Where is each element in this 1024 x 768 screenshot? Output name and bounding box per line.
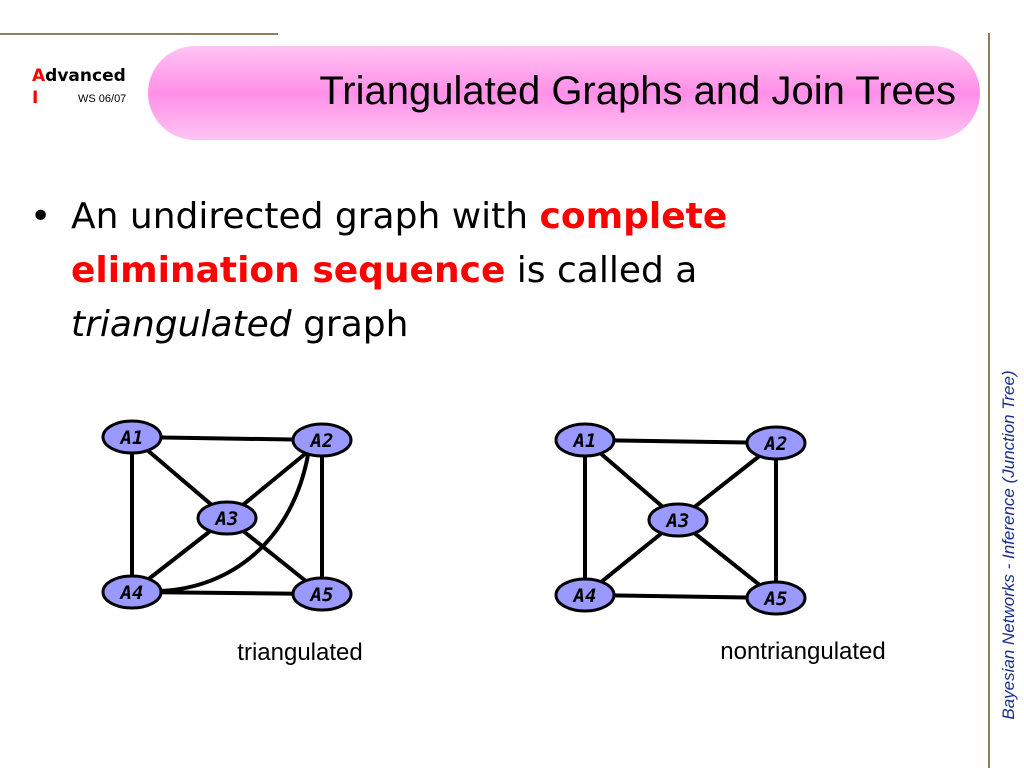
bullet-emphasis: complete elimination sequence xyxy=(71,196,728,291)
node-a1 xyxy=(554,422,616,458)
node-label-a3: A3 xyxy=(665,510,690,532)
edge-a4-a5 xyxy=(584,593,777,600)
logo-letter-i: I xyxy=(32,88,39,108)
logo-line-1: Advanced xyxy=(32,66,142,86)
node-a5 xyxy=(745,580,807,616)
node-label-a5: A5 xyxy=(763,588,788,610)
logo-rest: dvanced xyxy=(45,66,126,86)
course-logo: Advanced I WS 06/07 xyxy=(32,66,142,116)
bullet-text: An undirected graph with complete elimin… xyxy=(71,190,830,352)
node-label-a5: A5 xyxy=(309,584,334,606)
bullet-text-2: is called a xyxy=(505,250,698,291)
bullet-italic: triangulated xyxy=(71,304,292,345)
node-a4 xyxy=(554,577,616,613)
bullet-text-3: graph xyxy=(291,304,409,345)
title-bar: Triangulated Graphs and Join Trees xyxy=(148,46,980,140)
sidebar-caption: Bayesian Networks - Inference (Junction … xyxy=(999,370,1018,720)
bullet-marker: • xyxy=(30,196,52,237)
edge-a2-a4 xyxy=(159,454,310,593)
slide-title: Triangulated Graphs and Join Trees xyxy=(319,69,956,113)
node-label-a1: A1 xyxy=(119,427,144,449)
node-a3 xyxy=(196,500,258,536)
graph-caption: nontriangulated xyxy=(720,638,885,665)
bullet-point: • An undirected graph with complete elim… xyxy=(30,190,830,352)
term-label: WS 06/07 xyxy=(78,93,127,105)
top-rule xyxy=(0,33,278,35)
right-rule xyxy=(988,33,990,768)
node-a2 xyxy=(745,425,807,461)
node-label-a2: A2 xyxy=(763,433,788,455)
node-a3 xyxy=(647,502,709,538)
node-label-a1: A1 xyxy=(572,430,597,452)
node-label-a3: A3 xyxy=(214,508,239,530)
node-label-a4: A4 xyxy=(572,585,597,607)
logo-letter-a: A xyxy=(32,66,46,86)
node-a4 xyxy=(101,574,163,610)
node-a1 xyxy=(101,419,163,455)
edge-a1-a2 xyxy=(584,438,777,445)
graph-caption: triangulated xyxy=(237,639,362,666)
node-label-a4: A4 xyxy=(119,582,144,604)
edge-a4-a5 xyxy=(131,590,323,596)
node-a2 xyxy=(291,422,353,458)
node-a5 xyxy=(291,576,353,612)
sidebar: Bayesian Networks - Inference (Junction … xyxy=(994,330,1024,760)
edge-a1-a2 xyxy=(131,435,323,442)
logo-line-2: I WS 06/07 xyxy=(32,88,142,108)
node-label-a2: A2 xyxy=(309,430,334,452)
bullet-text-1: An undirected graph with xyxy=(71,196,540,237)
